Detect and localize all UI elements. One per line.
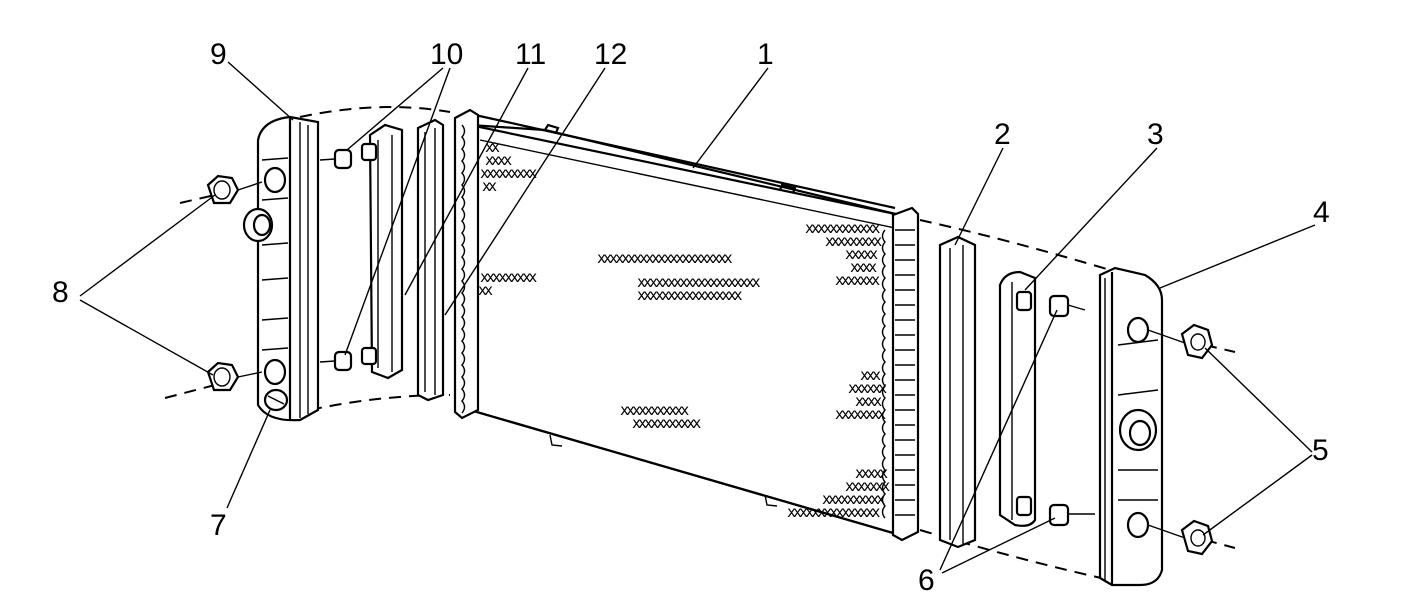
- callout-6: 6: [918, 564, 935, 597]
- left-side-tank: [242, 115, 320, 422]
- svg-text:xxxxxxxxxxxx: xxxxxxxxxxxx: [805, 219, 880, 237]
- leader-3: [1024, 147, 1158, 291]
- leader-2: [954, 147, 1004, 246]
- callout-3: 3: [1147, 118, 1164, 151]
- grommet-upper-left: [319, 142, 378, 170]
- svg-text:xxxxxxxx: xxxxxxxx: [835, 405, 886, 423]
- svg-text:xxxxxxxxxxx: xxxxxxxxxxx: [620, 401, 689, 419]
- left-grommets: [319, 142, 378, 372]
- right-nuts: [1180, 323, 1214, 556]
- callout-5: 5: [1312, 434, 1329, 467]
- callout-1: 1: [757, 38, 774, 71]
- leader-4: [1159, 224, 1316, 289]
- callout-2: 2: [994, 118, 1011, 151]
- callout-8: 8: [52, 276, 69, 309]
- svg-text:xxxx: xxxx: [855, 392, 882, 410]
- svg-text:xxxxxxxxxxxxxxxxx: xxxxxxxxxxxxxxxxx: [637, 286, 742, 304]
- callout-12: 12: [594, 38, 627, 71]
- grommet-upper-right: [1048, 294, 1086, 318]
- svg-text:xxxx: xxxx: [485, 151, 512, 169]
- right-grommets: [1048, 294, 1095, 527]
- leader-1: [692, 67, 769, 169]
- svg-text:xxxxx: xxxxx: [845, 245, 878, 263]
- leader-6b: [941, 517, 1056, 574]
- leader-10a: [346, 67, 444, 151]
- callout-7: 7: [210, 509, 227, 542]
- svg-text:xxxxxxxxx: xxxxxxxxx: [480, 164, 537, 182]
- leader-8a: [79, 194, 216, 297]
- nut-upper-left: [206, 174, 263, 205]
- svg-text:xxxxxxxxxx: xxxxxxxxxx: [822, 490, 885, 508]
- svg-text:xxxxxxxxxxxxxxx: xxxxxxxxxxxxxxx: [787, 503, 880, 521]
- right-side-tank: [1098, 266, 1186, 587]
- callout-labels: 1 2 3 4 5 6 7 8 9 10 11 12: [52, 38, 1330, 597]
- leader-7: [226, 409, 271, 509]
- left-tank-fitting: [242, 207, 274, 243]
- callout-11: 11: [515, 38, 546, 71]
- svg-text:xxxx: xxxx: [850, 258, 877, 276]
- leader-11: [404, 67, 529, 296]
- callout-10: 10: [430, 38, 463, 71]
- leader-6a: [939, 309, 1058, 571]
- svg-text:xxxxxxxxxxx: xxxxxxxxxxx: [632, 414, 701, 432]
- svg-text:xxxxxxx: xxxxxxx: [835, 271, 880, 289]
- leader-10b: [344, 67, 451, 356]
- grommet-lower-left: [319, 346, 378, 372]
- right-tank-fitting: [1118, 408, 1158, 452]
- svg-text:xxxxxxxxxxxxxxxxxxxxxx: xxxxxxxxxxxxxxxxxxxxxx: [597, 249, 733, 267]
- svg-text:xxxxxxx: xxxxxxx: [845, 477, 890, 495]
- leader-5b: [1202, 454, 1313, 536]
- callout-4: 4: [1313, 196, 1330, 229]
- svg-text:xxxxxxxxx: xxxxxxxxx: [480, 268, 537, 286]
- grommet-lower-right: [1048, 503, 1095, 527]
- svg-text:xxx: xxx: [860, 366, 881, 384]
- left-nuts: [206, 174, 263, 392]
- svg-text:xxxxxx: xxxxxx: [848, 379, 887, 397]
- callout-9: 9: [210, 38, 227, 71]
- left-seal-strip: [416, 118, 445, 402]
- svg-text:xxxxx: xxxxx: [855, 464, 888, 482]
- left-insulator: [368, 123, 404, 380]
- nut-lower-right: [1180, 519, 1214, 556]
- right-seal-strip: [938, 235, 977, 549]
- nut-lower-left: [206, 361, 263, 392]
- svg-text:xxxxxxxxx: xxxxxxxxx: [825, 232, 882, 250]
- drain-cock: [263, 388, 289, 412]
- svg-text:xxxxxxxxxxxxxxxxxxxx: xxxxxxxxxxxxxxxxxxxx: [637, 273, 761, 291]
- leader-5a: [1204, 347, 1313, 453]
- leader-lines: [79, 61, 1316, 574]
- nut-upper-right: [1180, 323, 1214, 360]
- leader-8b: [79, 299, 214, 376]
- leader-12: [444, 67, 606, 316]
- leader-9: [227, 61, 294, 121]
- radiator-core: xx xxxx xxxxxxxxx xx xxxxxxxxx xx xxxxxx…: [453, 108, 920, 542]
